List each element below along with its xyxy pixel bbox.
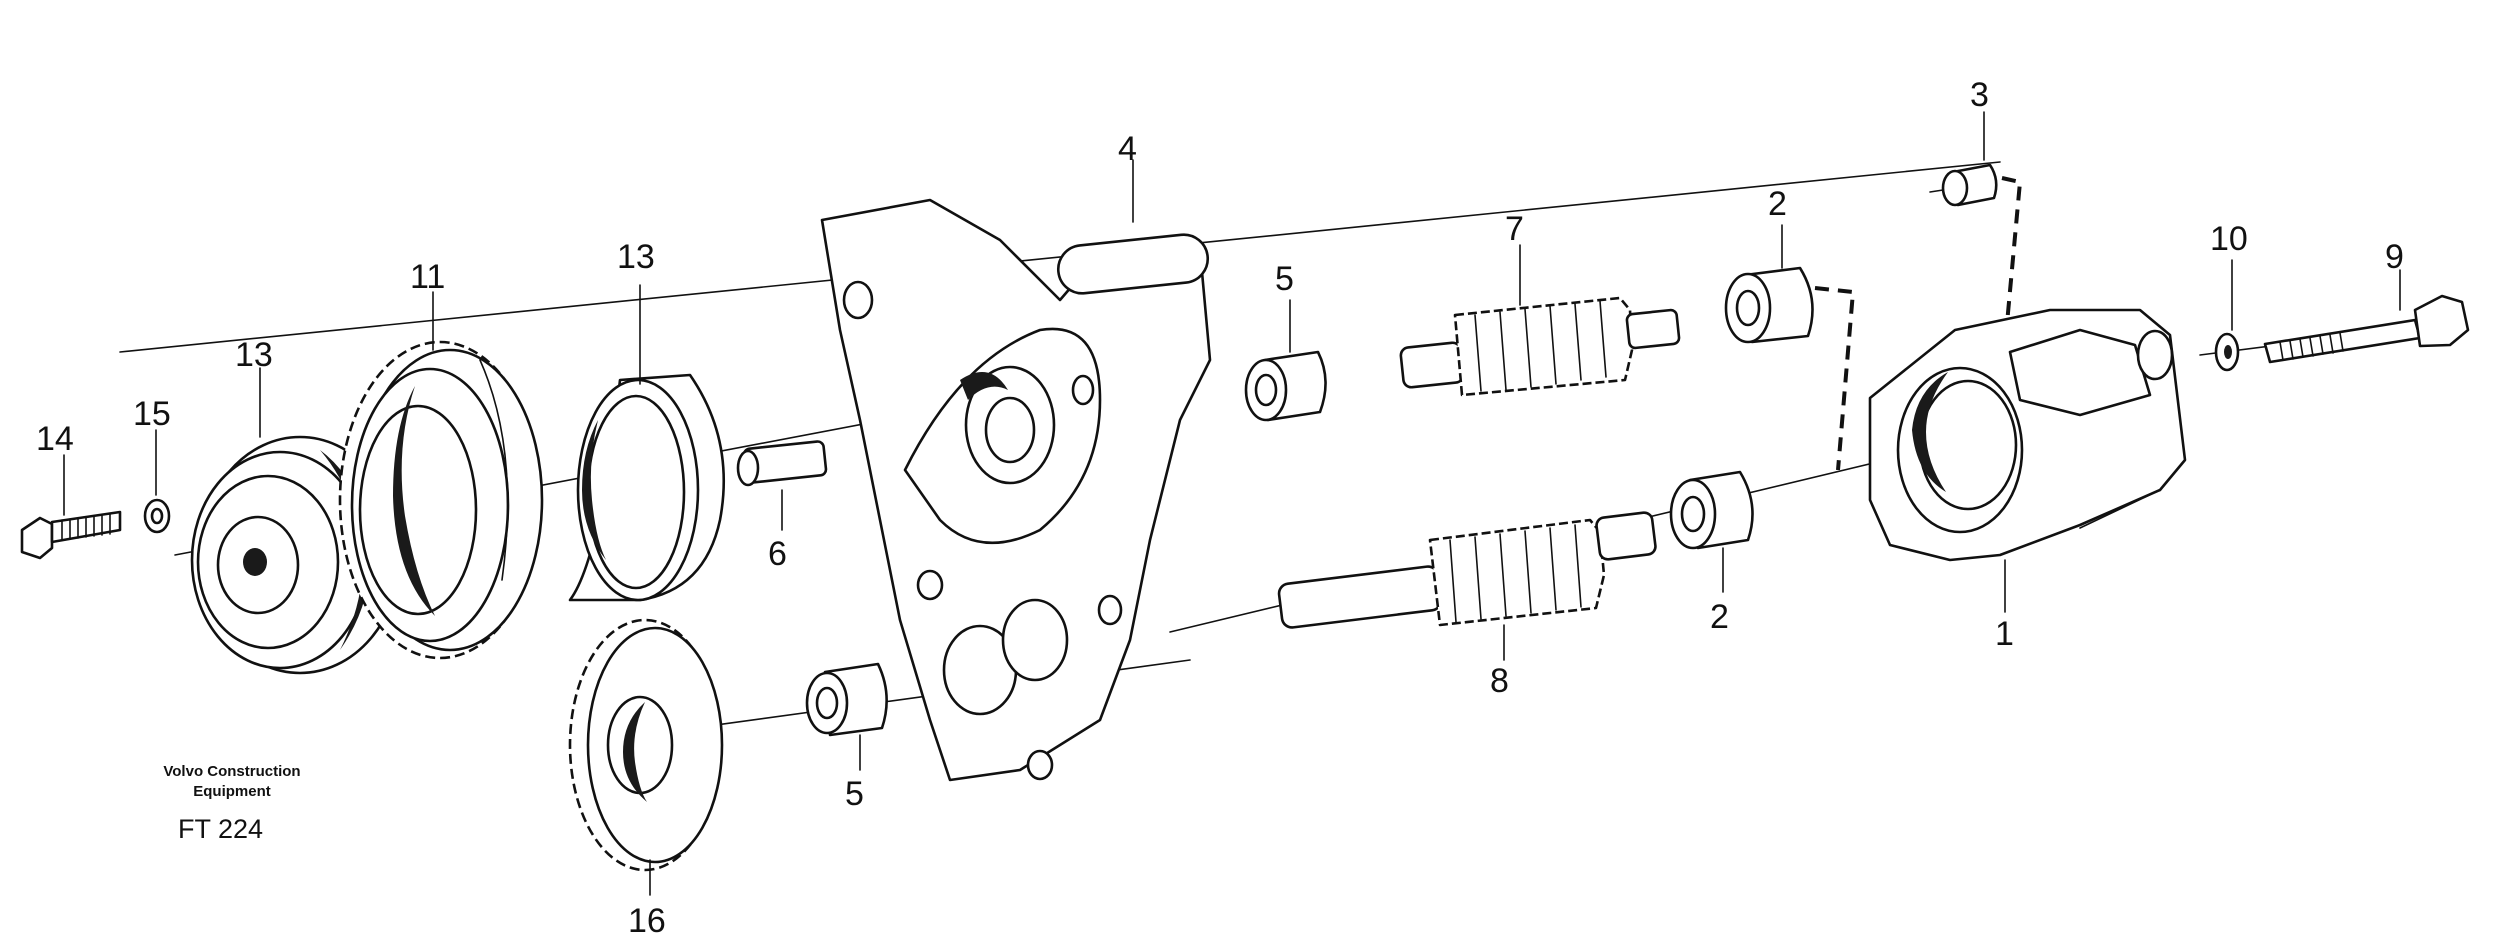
part-label-6: 6 bbox=[768, 535, 787, 573]
part-label-5-top: 5 bbox=[1275, 260, 1294, 298]
part-label-2-bottom: 2 bbox=[1710, 598, 1729, 636]
part-label-10: 10 bbox=[2210, 220, 2248, 258]
part-label-14: 14 bbox=[36, 420, 74, 458]
part-5-bushing-top bbox=[1244, 350, 1327, 422]
part-label-1: 1 bbox=[1995, 615, 2014, 653]
part-13-ring bbox=[568, 373, 726, 602]
part-label-13-left: 13 bbox=[235, 336, 273, 374]
part-10-washer bbox=[2214, 332, 2240, 372]
caption-line-1: Volvo Construction bbox=[163, 763, 300, 780]
label-leaders bbox=[63, 111, 2401, 896]
part-2-bushing-bottom bbox=[1669, 470, 1754, 550]
part-9-bolt bbox=[2263, 294, 2470, 364]
part-label-9: 9 bbox=[2385, 238, 2404, 276]
part-4-housing bbox=[820, 198, 1212, 782]
part-number-labels: 4 5 7 2 3 10 9 11 13 13 15 14 6 5 16 8 2… bbox=[36, 76, 2404, 940]
caption: Volvo Construction Equipment FT 224 bbox=[163, 763, 300, 844]
part-8-gear-shaft bbox=[1277, 511, 1657, 629]
part-2-bushing-top bbox=[1724, 266, 1814, 344]
part-label-11: 11 bbox=[410, 258, 445, 296]
part-label-2-top: 2 bbox=[1768, 185, 1787, 223]
part-5-bushing-bottom bbox=[805, 662, 888, 737]
part-16-small-gear bbox=[568, 618, 724, 872]
part-label-15: 15 bbox=[133, 395, 171, 433]
part-6-pin bbox=[736, 440, 828, 487]
part-label-13-middle: 13 bbox=[617, 238, 655, 276]
part-label-16: 16 bbox=[628, 902, 666, 940]
part-15-washer bbox=[143, 498, 171, 534]
part-label-7: 7 bbox=[1505, 210, 1524, 248]
figure-code: FT 224 bbox=[178, 814, 263, 844]
part-label-3: 3 bbox=[1970, 76, 1989, 114]
part-1-pump-body bbox=[1868, 308, 2187, 562]
part-11-large-gear bbox=[338, 340, 544, 660]
part-label-5-bottom: 5 bbox=[845, 775, 864, 813]
part-3-dowel bbox=[1929, 163, 1998, 207]
caption-line-2: Equipment bbox=[193, 783, 271, 800]
part-7-gear-shaft bbox=[1399, 296, 1681, 397]
part-14-bolt bbox=[20, 510, 122, 560]
part-label-8: 8 bbox=[1490, 662, 1509, 700]
part-label-4: 4 bbox=[1118, 130, 1137, 168]
